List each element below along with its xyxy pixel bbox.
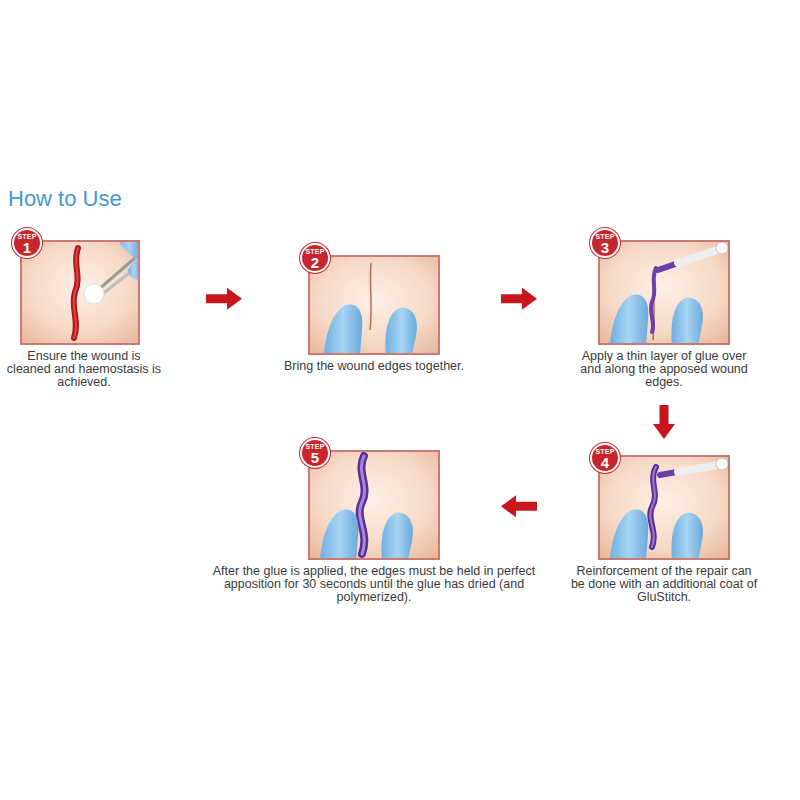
step-number: 5 [302, 450, 328, 465]
flow-arrow [206, 288, 242, 310]
step4-art [598, 455, 730, 560]
step-caption: After the glue is applied, the edges mus… [204, 565, 544, 604]
step-word: STEP [302, 245, 328, 255]
page-title: How to Use [8, 186, 122, 212]
step-badge: STEP5 [300, 438, 330, 468]
step-panel: STEP4Reinforcement of the repair can be … [598, 455, 730, 560]
step-number: 2 [302, 255, 328, 270]
step-panel: STEP3Apply a thin layer of glue over and… [598, 240, 730, 345]
step-panel: STEP5After the glue is applied, the edge… [308, 450, 440, 560]
step-word: STEP [302, 440, 328, 450]
step-badge: STEP1 [12, 228, 42, 258]
flow-arrow [501, 495, 537, 517]
step-caption: Reinforcement of the repair can be done … [569, 565, 759, 604]
step5-art [308, 450, 440, 560]
step1-art [20, 240, 140, 345]
step-caption: Bring the wound edges together. [264, 360, 484, 373]
step-word: STEP [592, 445, 618, 455]
step2-art [308, 255, 440, 355]
step-word: STEP [592, 230, 618, 240]
flow-arrow [653, 405, 675, 439]
step-panel: STEP2Bring the wound edges together. [308, 255, 440, 355]
step3-art [598, 240, 730, 345]
step-word: STEP [14, 230, 40, 240]
step-badge: STEP3 [590, 228, 620, 258]
step-caption: Apply a thin layer of glue over and alon… [572, 350, 757, 389]
step-badge: STEP4 [590, 443, 620, 473]
step-number: 3 [592, 240, 618, 255]
step-caption: Ensure the wound is cleaned and haemosta… [4, 350, 164, 389]
step-panel: STEP1Ensure the wound is cleaned and hae… [20, 240, 140, 345]
step-badge: STEP2 [300, 243, 330, 273]
step-number: 1 [14, 240, 40, 255]
step-number: 4 [592, 455, 618, 470]
flow-arrow [501, 288, 537, 310]
